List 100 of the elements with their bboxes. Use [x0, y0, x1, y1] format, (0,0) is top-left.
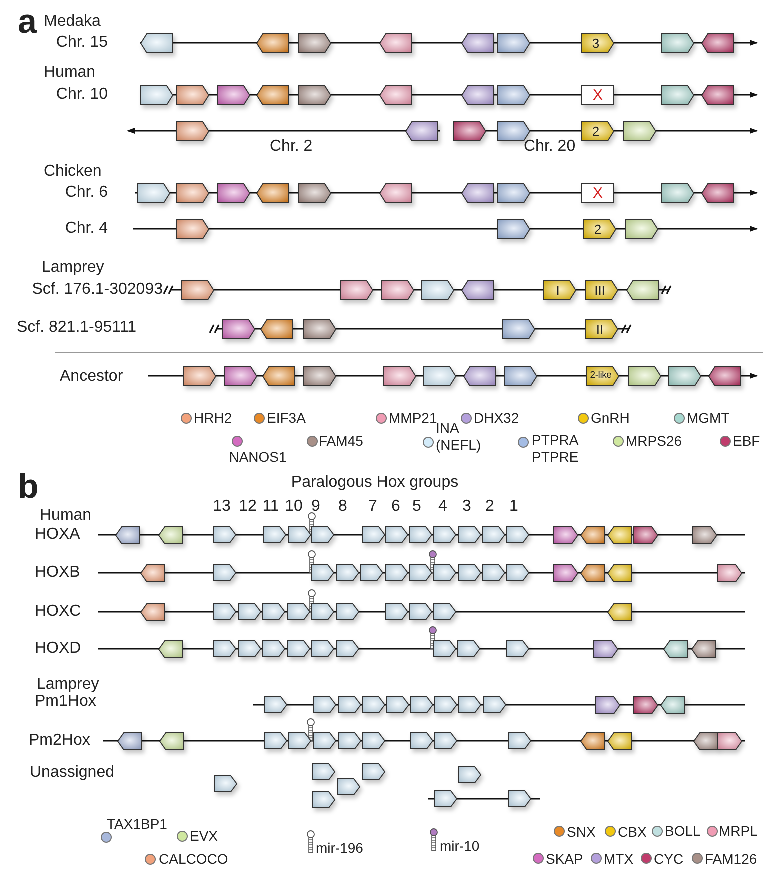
gene-block	[464, 366, 496, 386]
group-number: 12	[239, 498, 257, 516]
legend-label: EVX	[190, 828, 218, 844]
row-label: Human	[44, 64, 96, 82]
gene-block	[177, 122, 209, 140]
gene-block	[586, 280, 618, 300]
gene-block	[608, 564, 632, 582]
gene-label: 3	[592, 36, 600, 50]
gene-block	[265, 733, 287, 749]
group-number: 6	[392, 498, 400, 516]
gene-block	[582, 34, 614, 52]
gene-block	[594, 640, 618, 658]
group-number: 8	[338, 498, 348, 516]
gene-block	[411, 697, 433, 713]
row-label: Chr. 10	[56, 86, 108, 104]
row-label: HOXA	[35, 526, 80, 544]
gene-block	[483, 527, 505, 543]
gene-block	[498, 86, 530, 104]
gene-block	[498, 184, 530, 202]
gene-label: 2-like	[590, 371, 612, 381]
gene-label: 2	[592, 124, 600, 138]
gene-block	[382, 280, 414, 300]
gene-block	[509, 791, 531, 807]
row-label: Unassigned	[30, 764, 114, 782]
row-label: Chicken	[44, 163, 102, 181]
legend-label: PTPRA PTPRE	[532, 432, 580, 466]
gene-block	[718, 564, 742, 582]
gene-block	[225, 366, 257, 386]
gene-block	[434, 604, 456, 620]
gene-block	[702, 184, 734, 202]
gene-block	[337, 604, 359, 620]
gene-block	[483, 565, 505, 581]
legend-label: BOLL	[665, 822, 701, 840]
gene-block	[410, 604, 432, 620]
gene-block	[459, 697, 481, 713]
gene-block	[263, 366, 295, 386]
gene-block	[608, 732, 632, 750]
legend-label: EIF3A	[267, 410, 306, 426]
row-label: HOXB	[35, 564, 80, 582]
row-label: Chr. 15	[56, 34, 108, 52]
gene-block	[116, 526, 140, 544]
group-number: 5	[412, 498, 422, 516]
legend-label: MGMT	[687, 410, 730, 426]
gene-block	[662, 184, 694, 202]
group-number: 10	[285, 498, 303, 516]
gene-block	[581, 564, 605, 582]
deleted-gene-box	[582, 86, 614, 104]
gene-block	[411, 733, 433, 749]
gene-block	[264, 527, 286, 543]
gene-block	[159, 526, 183, 544]
gene-block	[160, 732, 184, 750]
gene-block	[709, 366, 741, 386]
gene-block	[462, 184, 494, 202]
row-label: Lamprey	[42, 259, 104, 277]
panel-letter: b	[18, 469, 39, 505]
legend-label: CBX	[618, 824, 647, 840]
gene-block	[218, 86, 250, 104]
gene-block	[386, 604, 408, 620]
gene-block	[299, 184, 331, 202]
gene-block	[363, 733, 385, 749]
gene-block	[223, 320, 255, 338]
gene-block	[312, 604, 334, 620]
gene-block	[257, 86, 289, 104]
gene-block	[363, 527, 385, 543]
gene-block	[507, 641, 529, 657]
gene-block	[312, 527, 334, 543]
gene-block	[314, 733, 336, 749]
gene-block	[214, 565, 236, 581]
gene-block	[314, 697, 336, 713]
row-label: Chr. 6	[65, 184, 108, 202]
gene-block	[554, 564, 578, 582]
gene-label: 2	[594, 222, 602, 236]
gene-block	[662, 34, 694, 52]
gene-block	[544, 280, 576, 300]
gene-block	[424, 366, 456, 386]
gene-block	[257, 34, 289, 52]
gene-block	[288, 641, 310, 657]
gene-block	[313, 792, 335, 808]
legend-label: NANOS1	[229, 448, 287, 466]
row-label: Human	[40, 507, 92, 525]
gene-block	[435, 697, 457, 713]
row-label: Medaka	[44, 13, 101, 31]
legend-label: FAM126	[705, 850, 758, 868]
legend-label: SKAP	[546, 850, 584, 868]
gene-block	[239, 604, 261, 620]
gene-block	[214, 527, 236, 543]
gene-block	[304, 366, 336, 386]
row-label: Chr. 2	[270, 138, 313, 156]
gene-block	[596, 696, 620, 714]
gene-block	[384, 366, 416, 386]
legend-label: GnRH	[591, 410, 630, 426]
gene-block	[387, 697, 409, 713]
row-label: Pm1Hox	[35, 693, 96, 711]
gene-block	[214, 604, 236, 620]
legend-label: MRPL	[719, 822, 758, 840]
gene-block	[177, 86, 209, 104]
gene-block	[118, 732, 142, 750]
row-label: Lamprey	[37, 676, 100, 694]
gene-block	[459, 527, 481, 543]
gene-block	[313, 764, 335, 780]
